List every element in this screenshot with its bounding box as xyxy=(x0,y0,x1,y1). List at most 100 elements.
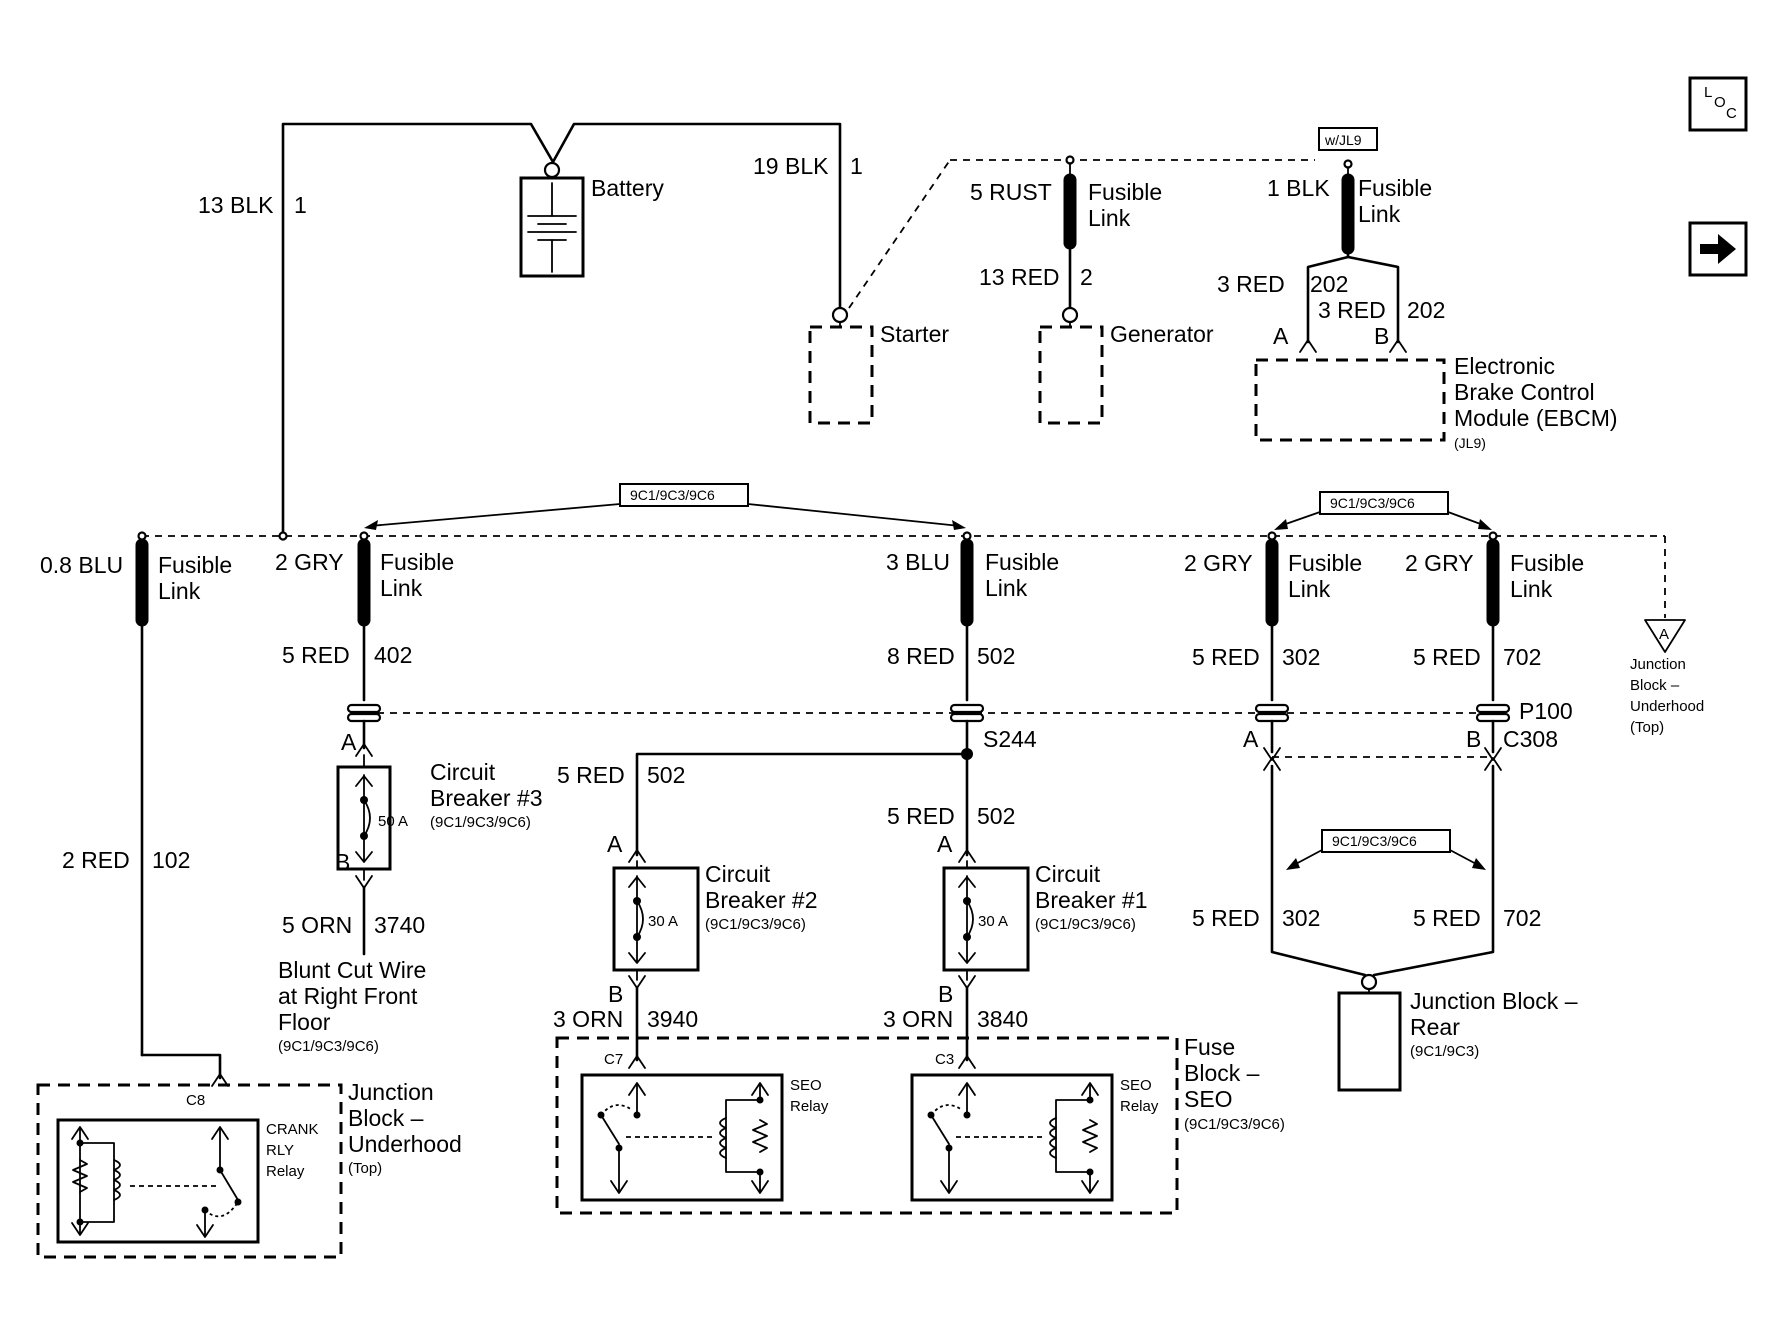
wire-2-red-label: 2 RED xyxy=(62,847,130,873)
circuit-2-label: 2 xyxy=(1080,264,1093,290)
seo-relay-label: Relay xyxy=(1120,1098,1159,1115)
loc-letter-c: C xyxy=(1726,105,1737,122)
seo-relay-right xyxy=(910,1073,1114,1202)
fuse-block-label: Fuse xyxy=(1184,1034,1235,1060)
starter xyxy=(808,159,1315,425)
fusible-link-label: Fusible xyxy=(1288,550,1362,576)
offpage-reference-label: Junction xyxy=(1630,656,1686,673)
splice-s244 xyxy=(635,719,973,857)
junction-block-underhood-option: (Top) xyxy=(348,1160,382,1177)
wire-8-red-label: 8 RED xyxy=(887,643,955,669)
wire-5-orn-label: 5 ORN xyxy=(282,912,352,938)
junction-block-underhood-label: Underhood xyxy=(348,1131,462,1157)
fuse-block-label: SEO xyxy=(1184,1086,1233,1112)
circuit-502-label: 502 xyxy=(647,762,685,788)
connector-p100-label: P100 xyxy=(1519,698,1573,724)
offpage-reference-label: Block – xyxy=(1630,677,1680,694)
circuit-3940-label: 3940 xyxy=(647,1006,698,1032)
wire-5-red-label: 5 RED xyxy=(1413,644,1481,670)
p100-connector xyxy=(346,703,1511,723)
circuit-breaker-1-label: Breaker #1 xyxy=(1035,887,1148,913)
wire-5-red-label: 5 RED xyxy=(282,642,350,668)
ebcm-label: Brake Control xyxy=(1454,379,1595,405)
circuit-402-label: 402 xyxy=(374,642,412,668)
c308-connector xyxy=(1263,719,1502,977)
circuit-302-label: 302 xyxy=(1282,905,1320,931)
fusible-link-label: Fusible xyxy=(158,552,232,578)
circuit-702-label: 702 xyxy=(1503,644,1541,670)
bus-nodes xyxy=(137,531,1498,541)
wire-3-orn-label: 3 ORN xyxy=(883,1006,953,1032)
wire-2-gry-label: 2 GRY xyxy=(1184,550,1253,576)
fusible-link-label: Link xyxy=(1288,576,1331,602)
wire-3-blu-label: 3 BLU xyxy=(886,549,950,575)
fusible-link-label: Fusible xyxy=(1358,175,1432,201)
fusible-link-label: Link xyxy=(380,575,423,601)
fusible-link-label: Fusible xyxy=(1088,179,1162,205)
fuse-block-option: (9C1/9C3/9C6) xyxy=(1184,1116,1285,1133)
c8-terminal xyxy=(211,1073,229,1087)
circuit-202-label: 202 xyxy=(1310,271,1348,297)
circuit-502-label: 502 xyxy=(977,643,1015,669)
crank-relay-label: Relay xyxy=(266,1163,305,1180)
loc-button[interactable]: L O C xyxy=(1688,76,1748,132)
connector-c8-label: C8 xyxy=(186,1092,205,1109)
circuit-breaker-3-option: (9C1/9C3/9C6) xyxy=(430,814,531,831)
wire-5-red-label: 5 RED xyxy=(887,803,955,829)
connector-c3-label: C3 xyxy=(935,1051,954,1068)
ebcm-label: Electronic xyxy=(1454,353,1555,379)
fuse-block-seo xyxy=(555,1036,1179,1215)
blunt-cut-wire-label: at Right Front xyxy=(278,983,418,1009)
junction-block-rear xyxy=(1337,973,1402,1092)
option-tag: 9C1/9C3/9C6 xyxy=(1330,495,1415,511)
fusible-link-label: Link xyxy=(985,575,1028,601)
fuse-block-label: Block – xyxy=(1184,1060,1260,1086)
blunt-cut-wire-label: Blunt Cut Wire xyxy=(278,957,426,983)
loc-letter-l: L xyxy=(1704,84,1712,101)
fusible-link-label: Link xyxy=(158,578,201,604)
junction-block-rear-label: Junction Block – xyxy=(1410,988,1578,1014)
generator-fusible-link xyxy=(1038,155,1104,425)
wire-13-blk-label: 13 BLK xyxy=(198,192,274,218)
wire-13-red-label: 13 RED xyxy=(979,264,1060,290)
next-page-button[interactable] xyxy=(1688,221,1748,277)
circuit-breaker-3 xyxy=(336,719,392,956)
ebcm-label: Module (EBCM) xyxy=(1454,405,1618,431)
wire-3-red-label: 3 RED xyxy=(1318,297,1386,323)
circuit-breaker-2-label: Circuit xyxy=(705,861,771,887)
option-arrows xyxy=(364,483,1492,870)
wire-1-blk-label: 1 BLK xyxy=(1267,175,1330,201)
circuit-breaker-2-option: (9C1/9C3/9C6) xyxy=(705,916,806,933)
seo-relay-label: SEO xyxy=(790,1077,822,1094)
wire-19-blk-label: 19 BLK xyxy=(753,153,829,179)
fusible-link-label: Link xyxy=(1510,576,1553,602)
circuit-breaker-1-option: (9C1/9C3/9C6) xyxy=(1035,916,1136,933)
battery-label: Battery xyxy=(591,175,664,201)
seo-relay-left xyxy=(580,1073,784,1202)
junction-block-underhood-label: Block – xyxy=(348,1105,424,1131)
wire-5-rust-label: 5 RUST xyxy=(970,179,1052,205)
seo-relay-label: SEO xyxy=(1120,1077,1152,1094)
circuit-breaker-2 xyxy=(612,849,700,1069)
pin-b-label: B xyxy=(335,849,350,875)
wire-2-gry-label: 2 GRY xyxy=(1405,550,1474,576)
wire-3-orn-label: 3 ORN xyxy=(553,1006,623,1032)
blunt-cut-wire-option: (9C1/9C3/9C6) xyxy=(278,1038,379,1055)
wire-5-red-label: 5 RED xyxy=(1192,644,1260,670)
circuit-102-label: 102 xyxy=(152,847,190,873)
breaker-rating-label: 30 A xyxy=(648,913,678,930)
circuit-breaker-1 xyxy=(942,849,1030,1069)
ebcm-fusible-link xyxy=(1254,159,1446,442)
option-tag-jl9: w/JL9 xyxy=(1324,132,1362,148)
wire-3-red-label: 3 RED xyxy=(1217,271,1285,297)
loc-letter-o: O xyxy=(1714,94,1726,111)
crank-relay-label: RLY xyxy=(266,1142,294,1159)
circuit-3840-label: 3840 xyxy=(977,1006,1028,1032)
fusible-link-label: Link xyxy=(1088,205,1131,231)
starter-label: Starter xyxy=(880,321,949,347)
junction-block-underhood xyxy=(36,1083,343,1259)
wire-5-red-label: 5 RED xyxy=(1413,905,1481,931)
wire-5-red-label: 5 RED xyxy=(557,762,625,788)
circuit-1-label: 1 xyxy=(294,192,307,218)
